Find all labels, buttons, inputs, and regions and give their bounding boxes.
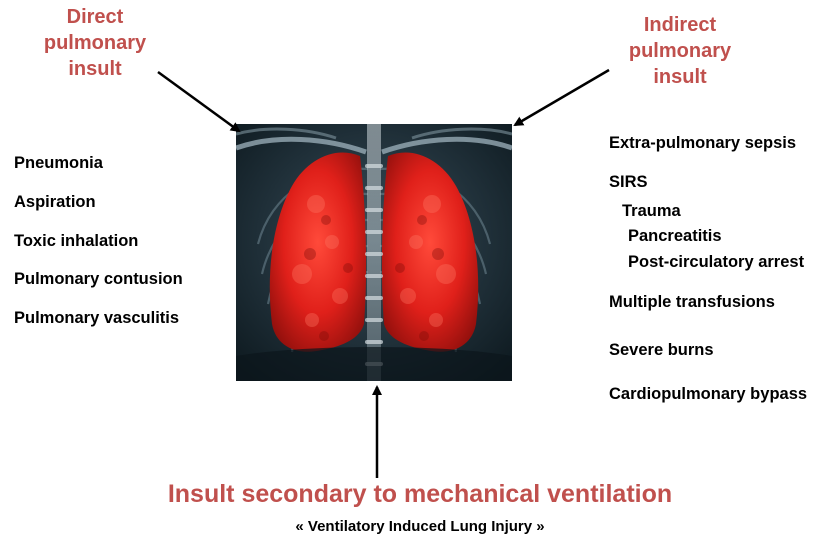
indirect-cause-item: Multiple transfusions — [609, 293, 775, 312]
indirect-heading-line-2: pulmonary — [620, 38, 740, 64]
indirect-cause-item: Cardiopulmonary bypass — [609, 385, 807, 404]
lungs-xray-image — [236, 124, 512, 381]
indirect-insult-arrow — [515, 70, 609, 125]
direct-cause-item: Aspiration — [14, 193, 96, 212]
indirect-cause-item: SIRS — [609, 173, 648, 192]
indirect-cause-subitem: Post-circulatory arrest — [628, 253, 804, 272]
direct-cause-item: Toxic inhalation — [14, 232, 138, 251]
indirect-cause-subitem: Pancreatitis — [628, 227, 722, 246]
indirect-cause-subitem: Trauma — [622, 202, 681, 221]
direct-insult-arrow — [158, 72, 239, 131]
indirect-heading-line-3: insult — [620, 64, 740, 90]
direct-cause-item: Pulmonary contusion — [14, 270, 183, 289]
direct-heading-line-2: pulmonary — [20, 30, 170, 56]
direct-insult-heading: Direct pulmonary insult — [20, 4, 170, 82]
direct-cause-item: Pneumonia — [14, 154, 103, 173]
direct-heading-line-1: Direct — [20, 4, 170, 30]
indirect-heading-line-1: Indirect — [620, 12, 740, 38]
indirect-cause-item: Extra-pulmonary sepsis — [609, 134, 796, 153]
indirect-insult-heading: Indirect pulmonary insult — [620, 12, 740, 90]
ventilation-insult-subtitle: « Ventilatory Induced Lung Injury » — [0, 518, 840, 535]
indirect-cause-item: Severe burns — [609, 341, 714, 360]
ventilation-insult-title: Insult secondary to mechanical ventilati… — [0, 480, 840, 509]
direct-cause-item: Pulmonary vasculitis — [14, 309, 179, 328]
direct-heading-line-3: insult — [20, 56, 170, 82]
